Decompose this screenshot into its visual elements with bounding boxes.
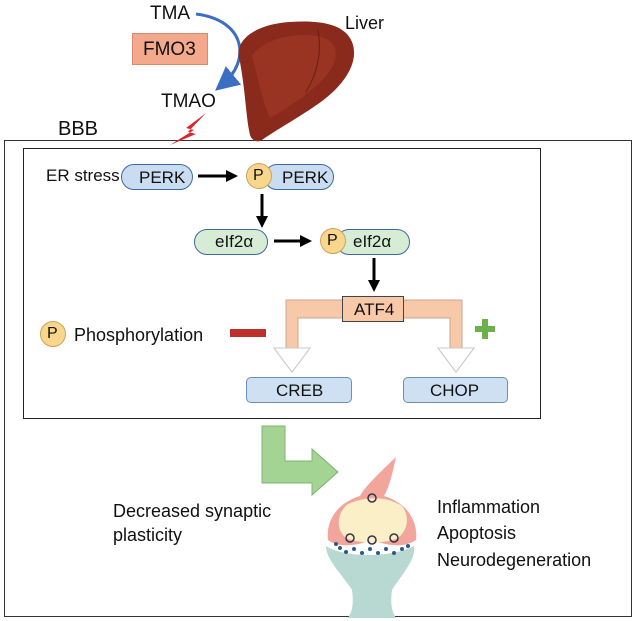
- bbb-frame: [4, 140, 632, 617]
- bbb-label: BBB: [58, 118, 99, 140]
- inflammation-label: Inflammation: [437, 497, 541, 517]
- tma-label: TMA: [150, 3, 191, 24]
- p-badge-eif2a-label: P: [327, 232, 338, 249]
- plasticity-label: plasticity: [113, 525, 183, 545]
- chop-box: [403, 377, 508, 403]
- pathway-arrows: [198, 170, 380, 292]
- synapse-icon: [326, 457, 417, 618]
- atf4-label: ATF4: [354, 300, 395, 319]
- cell-box: [23, 148, 541, 419]
- plus-sign-v: [482, 319, 488, 339]
- minus-sign: [230, 329, 266, 337]
- liver-label: Liver: [345, 13, 385, 33]
- p-eif2a-label: eIf2α: [353, 232, 392, 251]
- p-badge-legend-label: P: [47, 325, 58, 342]
- creb-label: CREB: [276, 381, 324, 400]
- neurodegeneration-label: Neurodegeneration: [437, 550, 592, 570]
- apoptosis-label: Apoptosis: [437, 523, 517, 543]
- phosphorylation-label: Phosphorylation: [74, 325, 204, 345]
- eif2a-node: [194, 229, 268, 255]
- creb-box: [246, 377, 352, 403]
- eif2a-label: eIf2α: [215, 232, 254, 251]
- lightning-bolt-icon: [170, 113, 206, 145]
- liver-icon: [238, 21, 355, 142]
- perk-label: PERK: [139, 168, 186, 187]
- atf4-split-arrow: [273, 299, 475, 373]
- er-stress-label: ER stress: [46, 166, 120, 185]
- tmao-label: TMAO: [161, 91, 216, 112]
- fmo3-box: [132, 33, 208, 65]
- decreased-synaptic-label: Decreased synaptic: [113, 501, 272, 521]
- p-perk-node: [264, 164, 334, 190]
- p-badge-perk-label: P: [253, 167, 264, 184]
- chop-label: CHOP: [430, 381, 480, 400]
- p-badge-legend: [40, 321, 66, 347]
- p-badge-perk: [246, 163, 272, 189]
- curved-arrow-icon: [195, 12, 242, 91]
- p-badge-eif2a: [320, 228, 346, 254]
- atf4-box: [342, 296, 404, 322]
- perk-node: [121, 164, 193, 190]
- p-perk-label: PERK: [282, 168, 329, 187]
- p-eif2a-node: [336, 229, 410, 255]
- green-arrow: [261, 425, 339, 497]
- fmo3-label: FMO3: [143, 39, 196, 60]
